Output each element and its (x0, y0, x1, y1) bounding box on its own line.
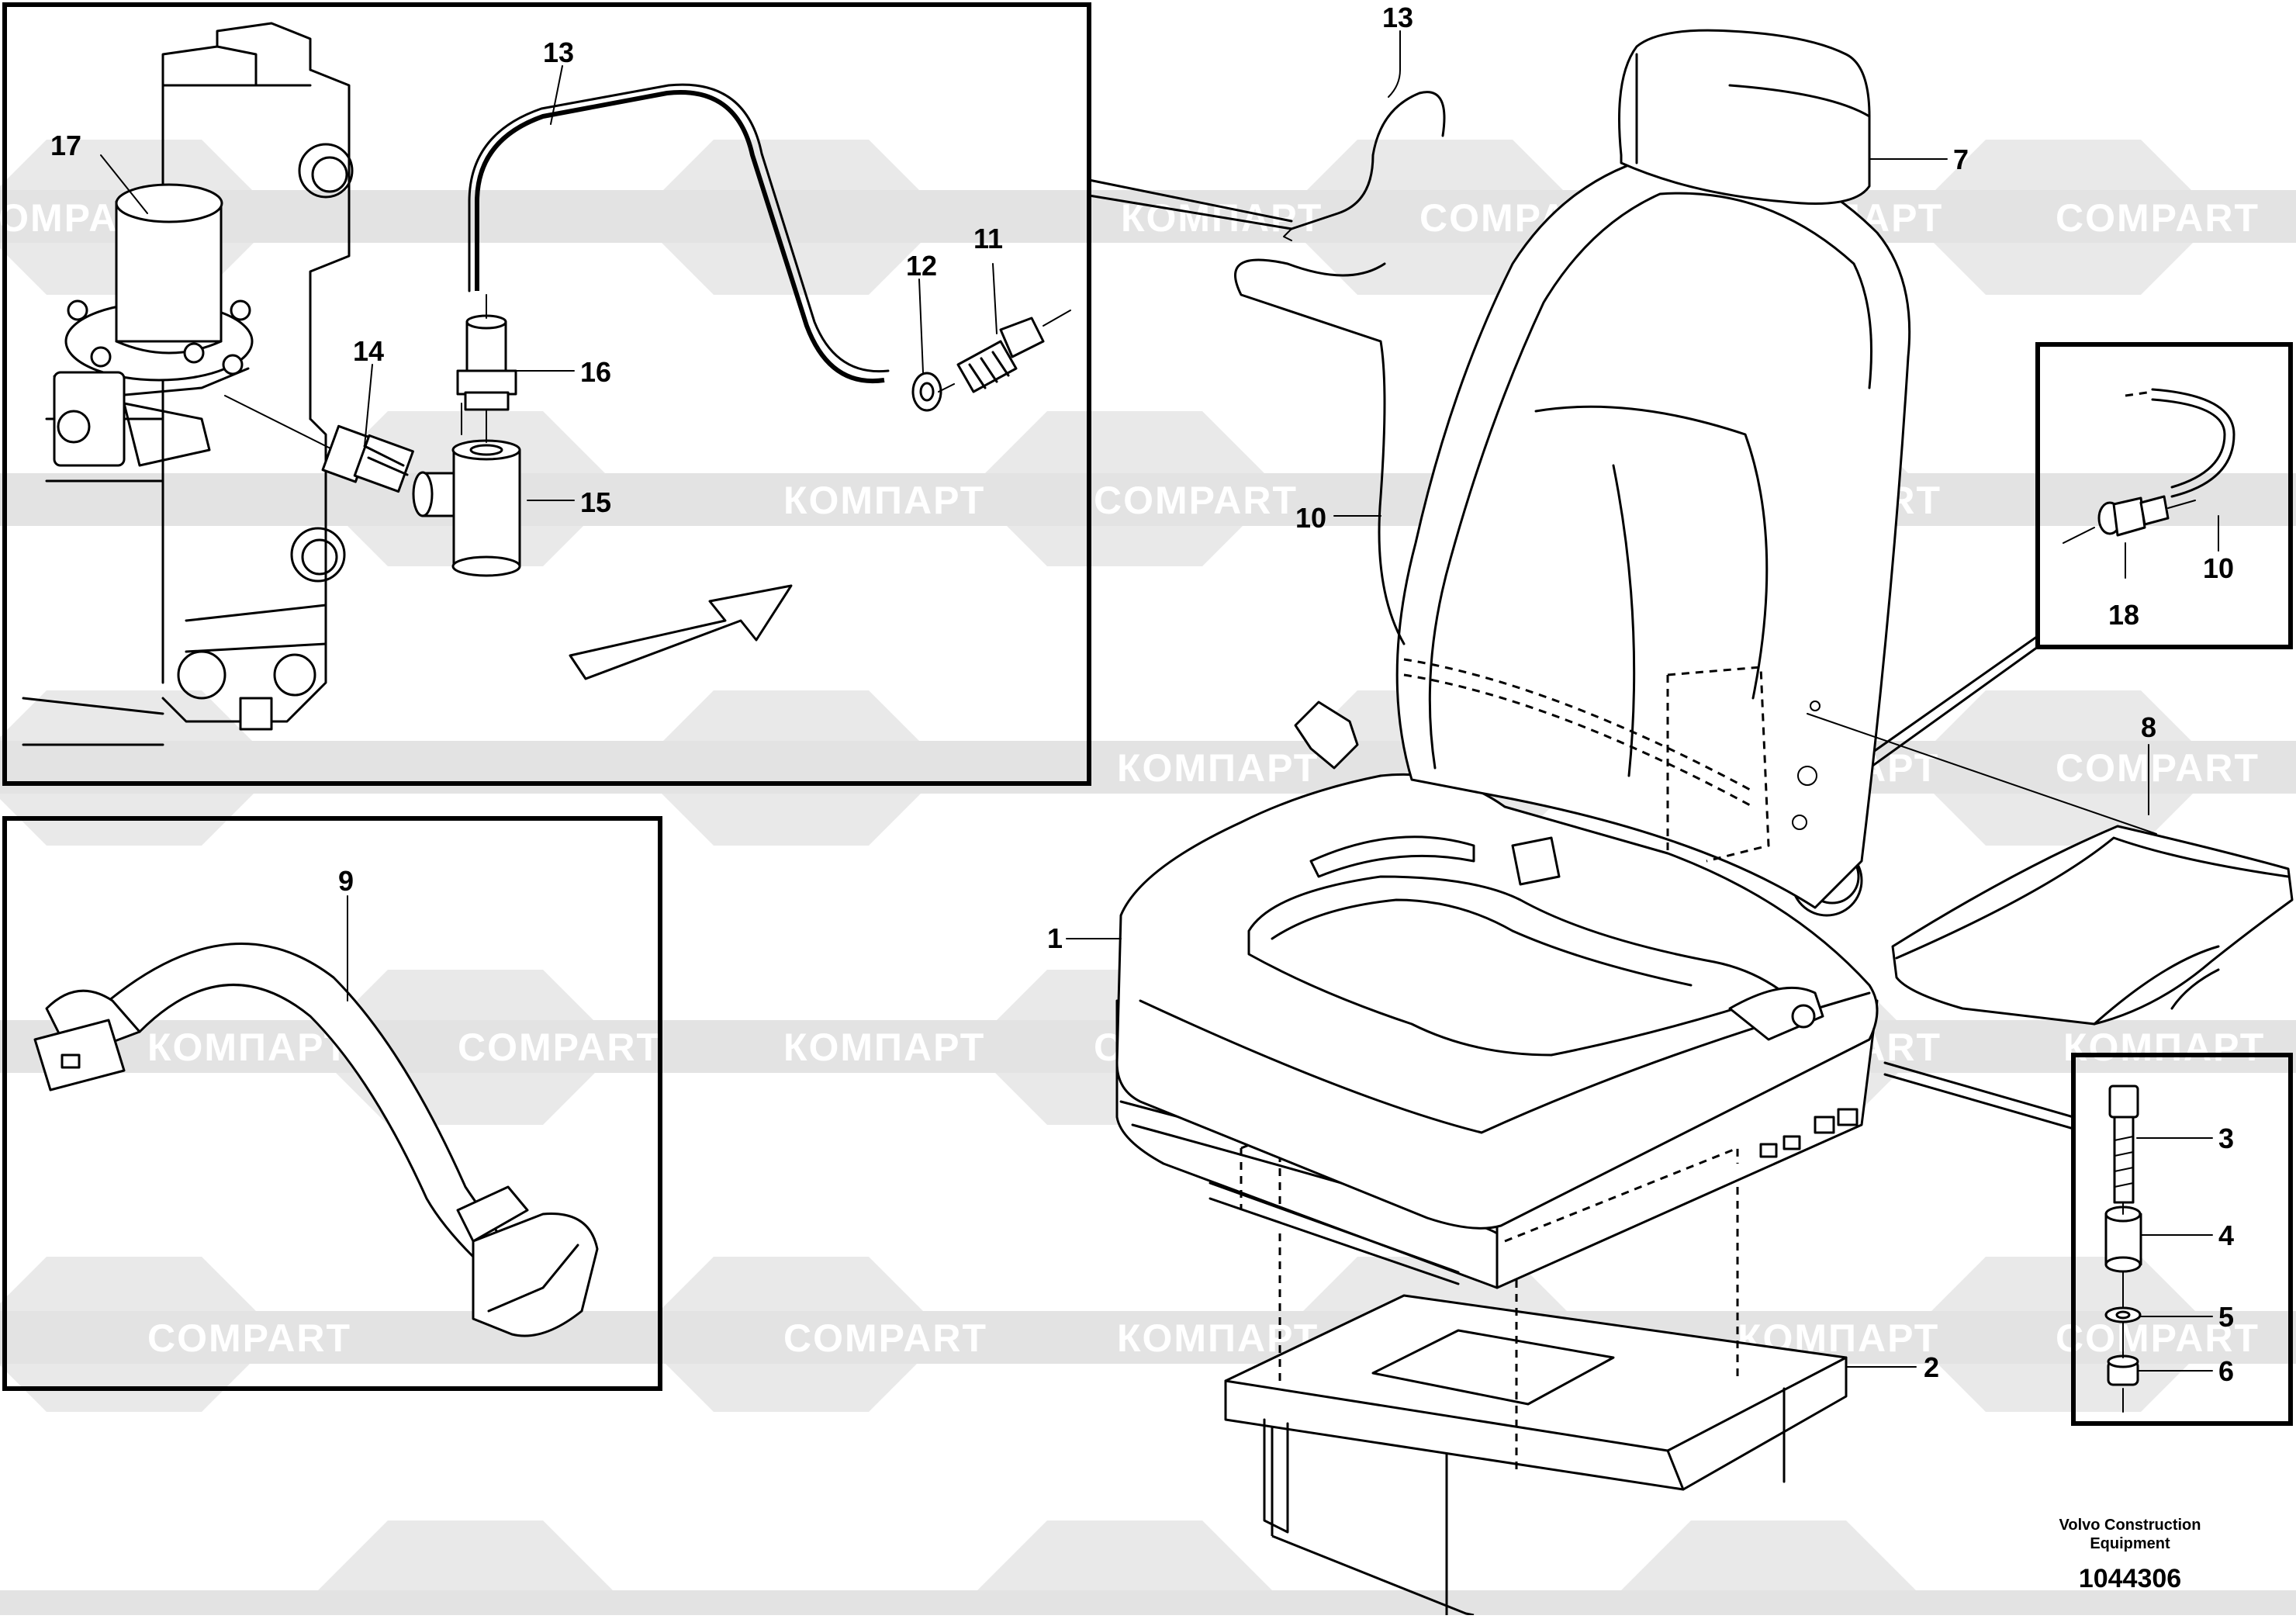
wm-text: COMPART (2056, 1316, 2260, 1360)
callout-10-main: 10 (1295, 502, 1326, 534)
callout-3: 3 (2218, 1123, 2234, 1154)
callout-13-detail: 13 (543, 36, 574, 68)
wm-text: КОМПАРТ (1117, 746, 1319, 790)
belt-buckle-side (1294, 701, 1359, 770)
fitting-14 (224, 395, 414, 493)
callout-9: 9 (338, 865, 354, 897)
wm-text: COMPART (2056, 196, 2260, 240)
callout-8: 8 (2141, 711, 2156, 743)
callout-2: 2 (1924, 1351, 1939, 1383)
callout-14: 14 (353, 335, 384, 367)
fitting-16 (456, 294, 517, 443)
connector-18 (2063, 495, 2196, 544)
inset-valve-detail (2, 2, 1091, 786)
inset-mounting-hardware (2071, 1053, 2293, 1426)
solenoid-valve (53, 183, 254, 467)
wm-text: COMPART (147, 1316, 351, 1360)
wm-text: COMPART (1094, 479, 1298, 522)
spacer-4 (2104, 1206, 2142, 1273)
wm-text: КОМПАРТ (783, 1026, 985, 1069)
callout-13-main: 13 (1382, 2, 1413, 33)
callout-15: 15 (580, 486, 611, 518)
nut-6 (2107, 1354, 2139, 1386)
wm-text: КОМПАРТ (147, 1026, 349, 1069)
washer-5 (2104, 1306, 2142, 1323)
callout-4: 4 (2218, 1219, 2234, 1251)
fitting-11 (938, 310, 1071, 393)
callout-6: 6 (2218, 1355, 2234, 1387)
callout-7: 7 (1953, 144, 1969, 175)
callout-labels: 17 13 12 11 14 16 15 9 13 7 10 1 8 10 18… (50, 2, 2234, 1387)
inset-seat-belt (2, 816, 662, 1391)
callout-12: 12 (906, 250, 937, 282)
leader-lines (100, 30, 2219, 1474)
wm-text: КОМПАРТ (2063, 1026, 2265, 1069)
callout-5: 5 (2218, 1301, 2234, 1333)
tee-15 (412, 403, 521, 577)
wm-text: COMPART (2056, 746, 2260, 790)
drawing-number: 1044306 (2079, 1564, 2181, 1593)
wm-text: КОМПАРТ (783, 479, 985, 522)
caption-manufacturer: Volvo Construction (2059, 1517, 2201, 1534)
armrest (1891, 825, 2294, 1026)
callout-18: 18 (2108, 599, 2139, 631)
callout-1: 1 (1047, 922, 1063, 954)
hose-10-main (1234, 91, 1446, 645)
callout-17: 17 (50, 130, 81, 161)
direction-arrow (569, 584, 793, 680)
screw-3 (2108, 1085, 2139, 1204)
hose-13-detail (475, 90, 885, 384)
headrest (1618, 29, 1871, 205)
callout-11: 11 (973, 223, 1003, 254)
nut-12 (911, 372, 942, 412)
seat-base-frame (1224, 1294, 1848, 1617)
callout-10-detail: 10 (2203, 552, 2234, 584)
caption-manufacturer-line2: Equipment (2090, 1535, 2170, 1552)
callout-16: 16 (580, 356, 611, 388)
drawing-caption: Volvo Construction Equipment 1044306 (2059, 1517, 2201, 1593)
wm-text: COMPART (458, 1026, 662, 1069)
seat-belt (33, 943, 599, 1337)
seat-cushion (1115, 773, 1879, 1230)
inset-connector-18 (2035, 342, 2293, 649)
main-seat-assembly (1115, 29, 2294, 1617)
wm-text: COMPART (783, 1316, 987, 1360)
